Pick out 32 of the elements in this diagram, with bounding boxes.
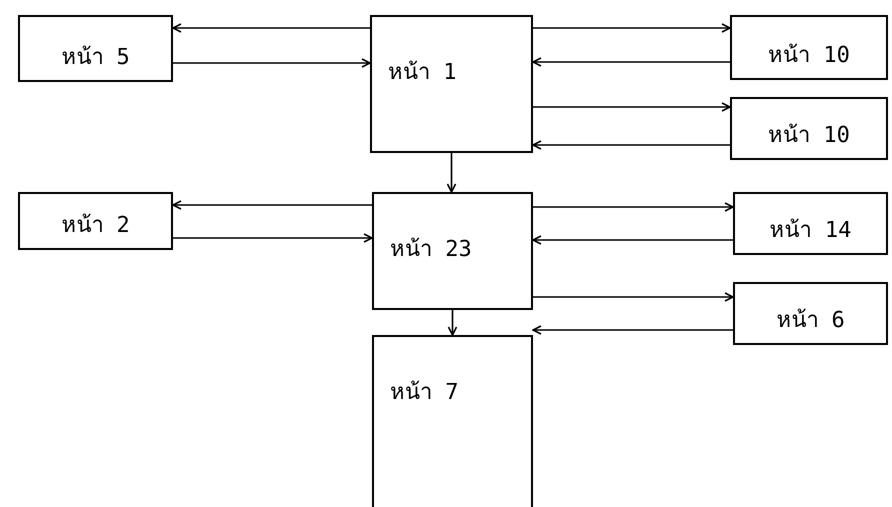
- page-label: หน้า 10: [768, 122, 850, 150]
- arrow: [532, 325, 733, 335]
- page-label: หน้า 5: [61, 44, 130, 72]
- page-label: หน้า 1: [388, 59, 456, 87]
- arrow: [446, 153, 456, 193]
- page-label: หน้า 2: [61, 212, 130, 240]
- arrow: [173, 58, 371, 68]
- page-label: หน้า 7: [390, 379, 458, 407]
- page-box: [18, 192, 173, 250]
- arrow: [448, 310, 458, 336]
- arrow: [533, 102, 731, 112]
- page-box: [372, 335, 533, 507]
- page-box: [733, 192, 888, 255]
- page-label: หน้า 14: [770, 217, 852, 245]
- arrow: [533, 23, 731, 33]
- arrow: [533, 292, 734, 302]
- arrow: [533, 202, 734, 212]
- arrow: [532, 235, 733, 245]
- arrow: [532, 57, 730, 67]
- arrow: [172, 200, 372, 210]
- page-box: [372, 192, 533, 310]
- page-box: [733, 282, 888, 345]
- page-box: [18, 15, 173, 82]
- page-label: หน้า 6: [776, 307, 845, 335]
- page-box: [730, 97, 888, 160]
- page-box: [370, 15, 533, 153]
- page-box: [730, 15, 888, 80]
- arrow: [173, 233, 373, 243]
- page-label: หน้า 23: [390, 236, 472, 264]
- arrow: [532, 140, 730, 150]
- page-label: หน้า 10: [768, 42, 850, 70]
- arrow: [172, 23, 370, 33]
